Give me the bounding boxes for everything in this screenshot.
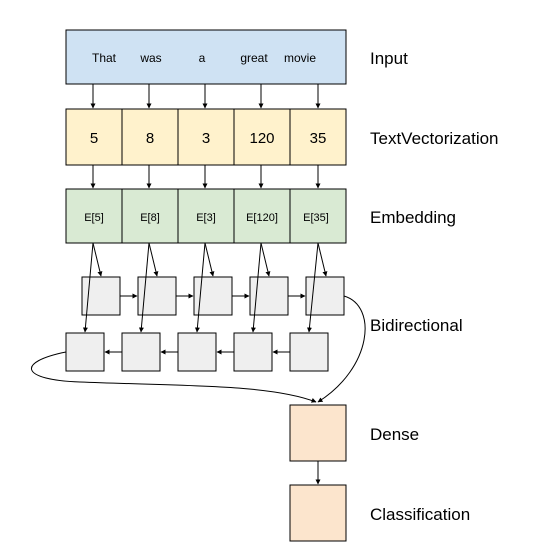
input-word: movie bbox=[284, 51, 316, 65]
input-word: That bbox=[92, 51, 117, 65]
forward-to-dense-curve bbox=[317, 295, 366, 403]
backward-rnn-cell bbox=[65, 332, 105, 372]
label-bidirectional: Bidirectional bbox=[370, 316, 463, 335]
token-value: 8 bbox=[146, 130, 154, 147]
embedding-cells bbox=[65, 188, 347, 244]
classification-box bbox=[289, 484, 347, 542]
label-embedding: Embedding bbox=[370, 208, 456, 227]
vectorization-tokens: 5 8 3 120 35 bbox=[90, 130, 327, 147]
token-value: 5 bbox=[90, 130, 98, 147]
embedding-value: E[8] bbox=[140, 212, 160, 224]
arrows-embedding-to-rnn bbox=[82, 242, 328, 333]
embedding-value: E[5] bbox=[84, 212, 104, 224]
arrows-vectorization-to-embedding bbox=[90, 165, 321, 189]
embedding-value: E[35] bbox=[303, 212, 329, 224]
token-value: 35 bbox=[310, 130, 327, 147]
layer-labels: Input TextVectorization Embedding Bidire… bbox=[370, 49, 499, 524]
label-text-vectorization: TextVectorization bbox=[370, 129, 499, 148]
forward-rnn-cell bbox=[249, 276, 289, 316]
forward-rnn-cells bbox=[81, 276, 345, 316]
embedding-cell bbox=[177, 188, 235, 244]
token-value: 3 bbox=[202, 130, 210, 147]
token-value: 120 bbox=[249, 130, 274, 147]
forward-rnn-cell bbox=[193, 276, 233, 316]
embedding-cell bbox=[121, 188, 179, 244]
input-word: great bbox=[240, 51, 268, 65]
input-box bbox=[65, 29, 347, 85]
backward-rnn-cell bbox=[121, 332, 161, 372]
embedding-cell bbox=[233, 188, 291, 244]
input-words: That was a great movie bbox=[92, 51, 316, 65]
forward-rnn-cell bbox=[137, 276, 177, 316]
label-classification: Classification bbox=[370, 505, 470, 524]
arrows-input-to-vectorization bbox=[90, 84, 321, 109]
embedding-cell bbox=[289, 188, 347, 244]
backward-rnn-cell bbox=[289, 332, 329, 372]
embedding-cell bbox=[65, 188, 123, 244]
backward-rnn-cell bbox=[233, 332, 273, 372]
vectorization-cell bbox=[121, 108, 179, 166]
vectorization-cell bbox=[177, 108, 235, 166]
embedding-vectors: E[5] E[8] E[3] E[120] E[35] bbox=[84, 212, 329, 224]
vectorization-cell bbox=[233, 108, 291, 166]
input-word: a bbox=[199, 51, 206, 65]
input-word: was bbox=[139, 51, 161, 65]
label-dense: Dense bbox=[370, 425, 419, 444]
embedding-value: E[120] bbox=[246, 212, 278, 224]
backward-to-dense-curve bbox=[31, 351, 317, 403]
dense-box bbox=[289, 404, 347, 462]
vectorization-cell bbox=[65, 108, 123, 166]
label-input: Input bbox=[370, 49, 408, 68]
embedding-value: E[3] bbox=[196, 212, 216, 224]
backward-rnn-cell bbox=[177, 332, 217, 372]
forward-rnn-cell bbox=[81, 276, 121, 316]
